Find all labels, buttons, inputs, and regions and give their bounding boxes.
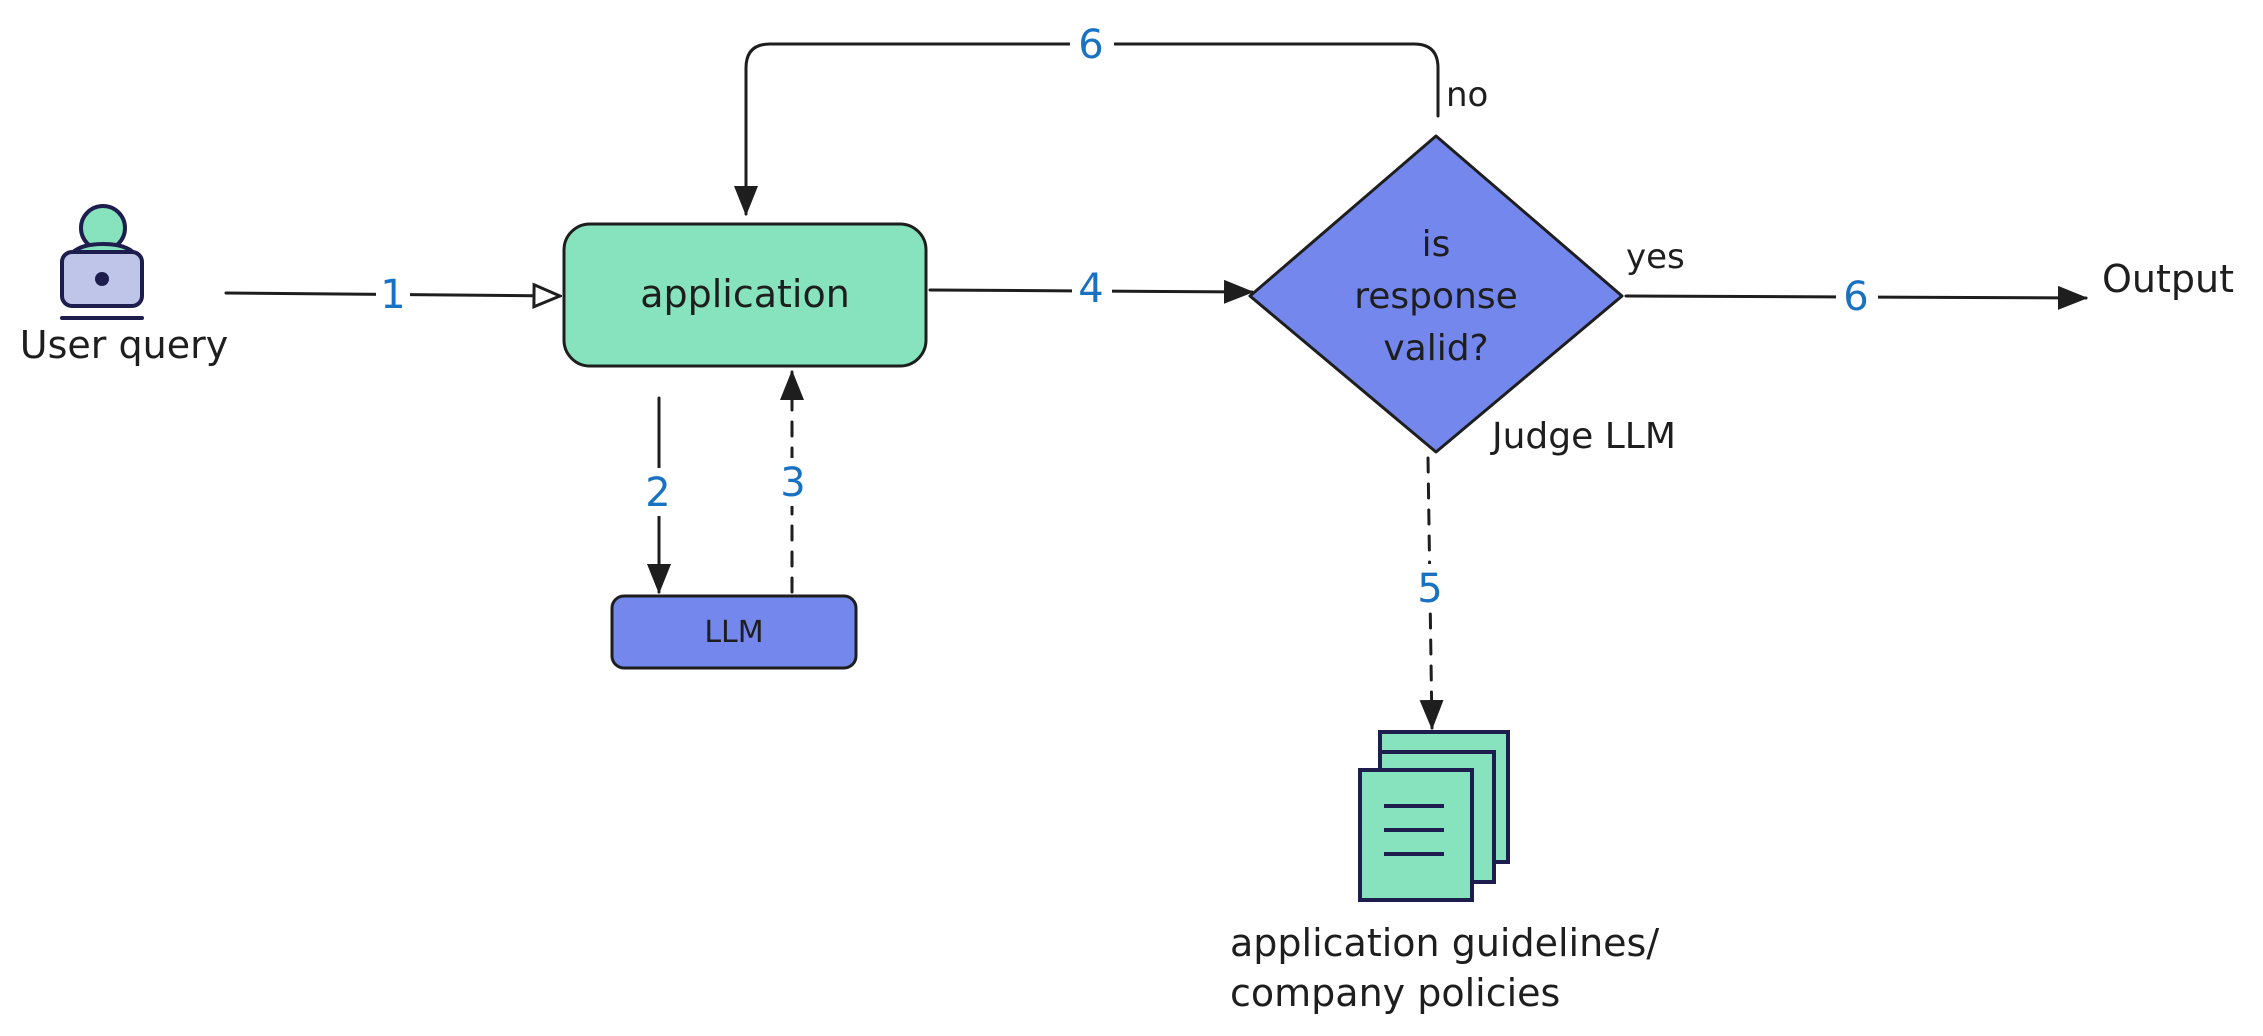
application-node: application xyxy=(562,222,928,368)
judge-llm-caption: Judge LLM xyxy=(1490,416,1676,457)
person-laptop-icon xyxy=(60,204,144,320)
decision-line-1: is xyxy=(1422,224,1451,265)
step-3-label: 3 xyxy=(780,460,805,506)
step-2-label: 2 xyxy=(645,470,670,516)
edge-application-to-decision: 4 xyxy=(928,266,1254,314)
documents-node: application guidelines/ company policies xyxy=(1230,730,1659,1015)
no-label: no xyxy=(1446,75,1488,115)
step-1-label: 1 xyxy=(380,272,405,318)
edge-decision-to-documents: 5 xyxy=(1410,456,1450,730)
documents-line-2: company policies xyxy=(1230,971,1560,1015)
judge-decision-node: is response valid? Judge LLM xyxy=(1248,134,1676,457)
edge-llm-to-application: 3 xyxy=(774,370,812,594)
step-6-no-label: 6 xyxy=(1078,22,1103,68)
document-stack-icon xyxy=(1358,730,1510,902)
llm-node: LLM xyxy=(610,594,858,670)
user-query-node: User query xyxy=(20,204,228,367)
step-5-label: 5 xyxy=(1417,566,1442,612)
edge-user-to-application: 1 xyxy=(224,270,560,318)
decision-line-3: valid? xyxy=(1383,328,1488,369)
user-query-label: User query xyxy=(20,323,228,367)
application-label: application xyxy=(640,272,850,316)
output-label: Output xyxy=(2102,257,2234,301)
llm-label: LLM xyxy=(704,615,763,650)
decision-line-2: response xyxy=(1354,276,1518,317)
documents-line-1: application guidelines/ xyxy=(1230,921,1659,965)
step-6-yes-label: 6 xyxy=(1843,274,1868,320)
edge-application-to-llm: 2 xyxy=(640,396,678,594)
yes-label: yes xyxy=(1626,237,1685,277)
step-4-label: 4 xyxy=(1078,266,1103,312)
edge-decision-no-loop: 6 no xyxy=(734,20,1488,216)
edge-decision-yes-output: 6 yes xyxy=(1624,237,2088,320)
